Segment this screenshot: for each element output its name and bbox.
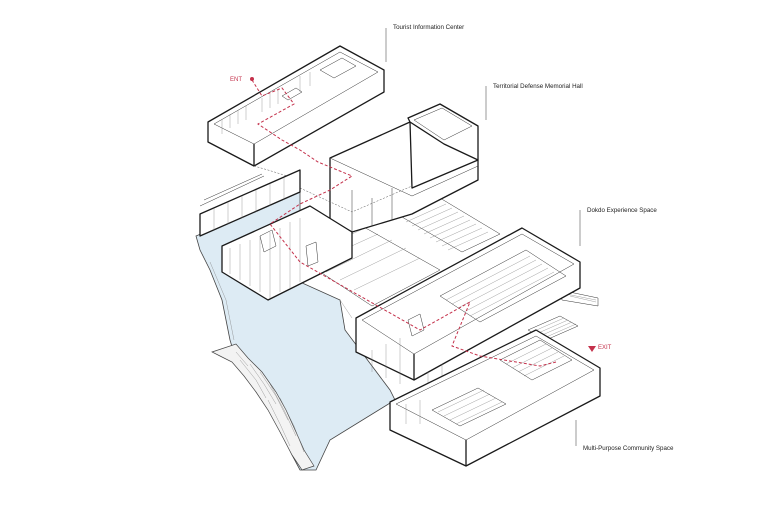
label-community-space: Multi-Purpose Community Space (583, 445, 674, 452)
exit-label: EXIT (598, 345, 612, 351)
route-path (251, 79, 557, 367)
tourist-center (207, 45, 385, 192)
cantilever (199, 169, 301, 237)
circulation-route (250, 77, 596, 367)
experience-space (355, 227, 581, 384)
label-experience-space: Dokdo Experience Space (587, 207, 657, 214)
lower-hall (221, 205, 353, 301)
exit-marker-icon (588, 346, 596, 352)
label-memorial-hall: Territorial Defense Memorial Hall (493, 83, 583, 90)
label-tourist-center: Tourist Information Center (393, 24, 464, 31)
entrance-label: ENT (230, 77, 242, 83)
rock-outcrop (211, 343, 315, 471)
community-space (389, 329, 601, 467)
entrance-marker-icon (250, 77, 254, 81)
